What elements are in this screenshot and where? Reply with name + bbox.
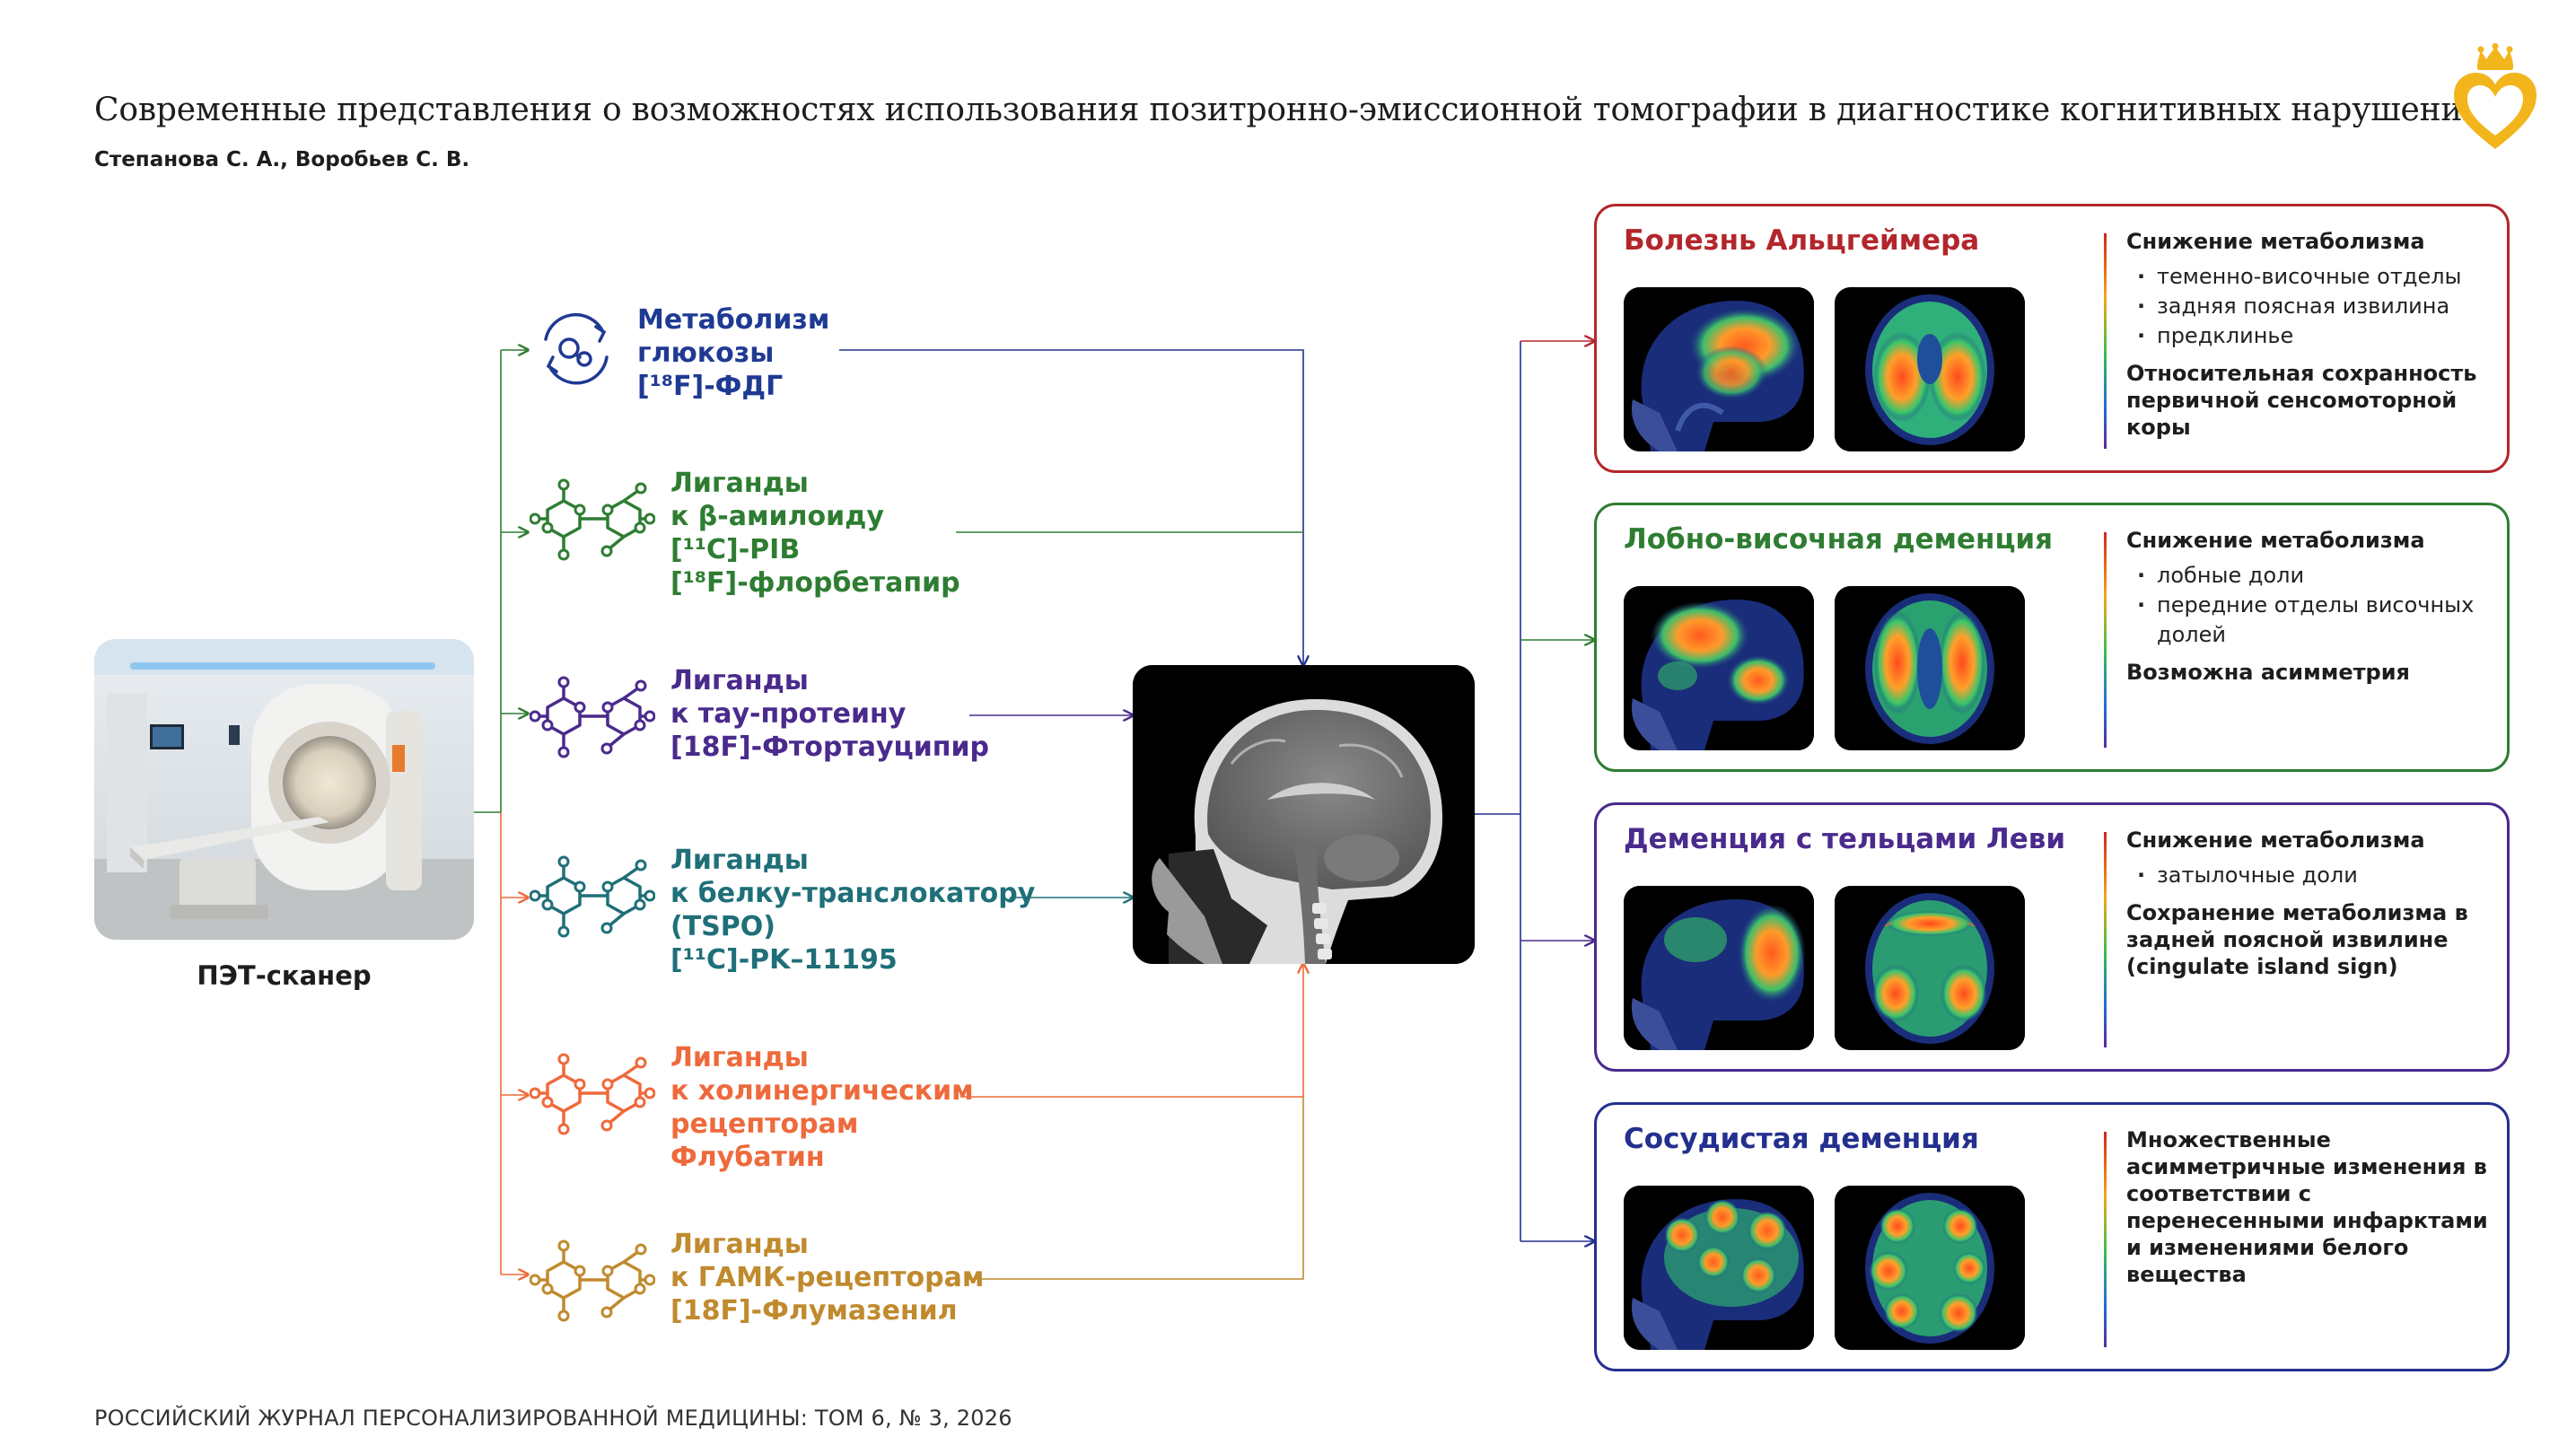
card-heading: Снижение метаболизма [2126, 528, 2425, 553]
card-title: Болезнь Альцгеймера [1624, 224, 1980, 257]
list-item: задняя поясная извилина [2126, 292, 2494, 321]
card-alzheimer: Болезнь Альцгеймера Снижение [1594, 204, 2510, 473]
spectrum-bar [2104, 832, 2107, 1047]
card-ftd: Лобно-височная деменция Сниж [1594, 503, 2510, 772]
journal-logo [2454, 43, 2537, 149]
tracer-glucose-line-1: Метаболизм [637, 304, 830, 336]
page-title: Современные представления о возможностях… [94, 92, 2484, 128]
tracer-gaba-line-3: [18F]-Флумазенил [670, 1295, 958, 1327]
card-heading: Снижение метаболизма [2126, 828, 2425, 853]
card-title: Деменция с тельцами Леви [1624, 823, 2066, 855]
molecule-icon [530, 855, 655, 938]
card-description: Снижение метаболизма лобные доли передни… [2126, 527, 2494, 686]
pet-axial-image [1835, 586, 2025, 750]
tracer-cholinergic-line-3: рецепторам [670, 1108, 859, 1140]
pet-sagittal-image [1624, 886, 1814, 1050]
card-heading: Снижение метаболизма [2126, 229, 2425, 254]
tracer-gaba-line-1: Лиганды [670, 1229, 809, 1260]
spectrum-bar [2104, 1132, 2107, 1347]
tracer-tspo-line-4: [¹¹C]-PK–11195 [670, 944, 898, 976]
tracer-tau-line-2: к тау-протеину [670, 698, 907, 730]
tracer-amyloid-line-2: к β-амилоиду [670, 501, 884, 532]
tracer-cholinergic-line-2: к холинергическим [670, 1075, 974, 1107]
tracer-gaba-line-2: к ГАМК-рецепторам [670, 1262, 985, 1293]
tracer-amyloid-line-1: Лиганды [670, 468, 809, 499]
molecule-icon [530, 478, 655, 561]
tracer-tspo-line-1: Лиганды [670, 845, 809, 876]
pet-scanner-label: ПЭТ-сканер [197, 960, 372, 991]
molecule-icon [530, 1239, 655, 1322]
spectrum-bar [2104, 233, 2107, 449]
list-item: лобные доли [2126, 561, 2494, 591]
card-note: Относительная сохранность первичной сенс… [2126, 361, 2477, 440]
list-item: предклинье [2126, 321, 2494, 351]
brain-ct-sagittal-image [1133, 665, 1475, 964]
tracer-glucose-line-3: [¹⁸F]-ФДГ [637, 371, 784, 402]
list-item: передние отделы височных долей [2126, 591, 2494, 650]
tracer-tspo-line-3: (TSPO) [670, 911, 775, 942]
authors: Степанова С. А., Воробьев С. В. [94, 148, 470, 171]
card-description: Снижение метаболизма теменно-височные от… [2126, 228, 2494, 441]
card-heading: Множественные асимметричные изменения в … [2126, 1127, 2488, 1287]
spectrum-bar [2104, 532, 2107, 748]
tracer-tspo-line-2: к белку-транслокатору [670, 878, 1036, 909]
glucose-cycle-icon [544, 312, 609, 385]
card-title: Сосудистая деменция [1624, 1123, 1979, 1155]
pet-sagittal-image [1624, 586, 1814, 750]
pet-sagittal-image [1624, 287, 1814, 451]
pet-axial-image [1835, 287, 2025, 451]
card-description: Множественные асимметричные изменения в … [2126, 1126, 2494, 1288]
tracer-cholinergic-line-1: Лиганды [670, 1042, 809, 1073]
list-item: затылочные доли [2126, 861, 2494, 890]
molecule-icon [530, 1053, 655, 1135]
card-vascular: Сосудистая деменция [1594, 1102, 2510, 1371]
tracer-tau-line-1: Лиганды [670, 665, 809, 696]
card-description: Снижение метаболизма затылочные доли Сох… [2126, 827, 2494, 980]
pet-sagittal-image [1624, 1186, 1814, 1350]
tracer-glucose-line-2: глюкозы [637, 337, 775, 369]
pet-scanner-photo [94, 639, 474, 940]
journal-footer: РОССИЙСКИЙ ЖУРНАЛ ПЕРСОНАЛИЗИРОВАННОЙ МЕ… [94, 1406, 1012, 1431]
tracer-amyloid-line-3: [¹¹C]-PIB [670, 534, 801, 565]
tracer-cholinergic-line-4: Флубатин [670, 1142, 825, 1173]
tracer-tau-line-3: [18F]-Фтортауципир [670, 731, 990, 763]
molecule-icon [530, 676, 655, 758]
card-note: Возможна асимметрия [2126, 660, 2410, 685]
tracer-amyloid-line-4: [¹⁸F]-флорбетапир [670, 567, 960, 599]
pet-axial-image [1835, 886, 2025, 1050]
pet-axial-image [1835, 1186, 2025, 1350]
card-lewy: Деменция с тельцами Леви Сни [1594, 802, 2510, 1072]
card-note: Сохранение метаболизма в задней поясной … [2126, 900, 2468, 979]
list-item: теменно-височные отделы [2126, 262, 2494, 292]
card-title: Лобно-височная деменция [1624, 523, 2054, 556]
